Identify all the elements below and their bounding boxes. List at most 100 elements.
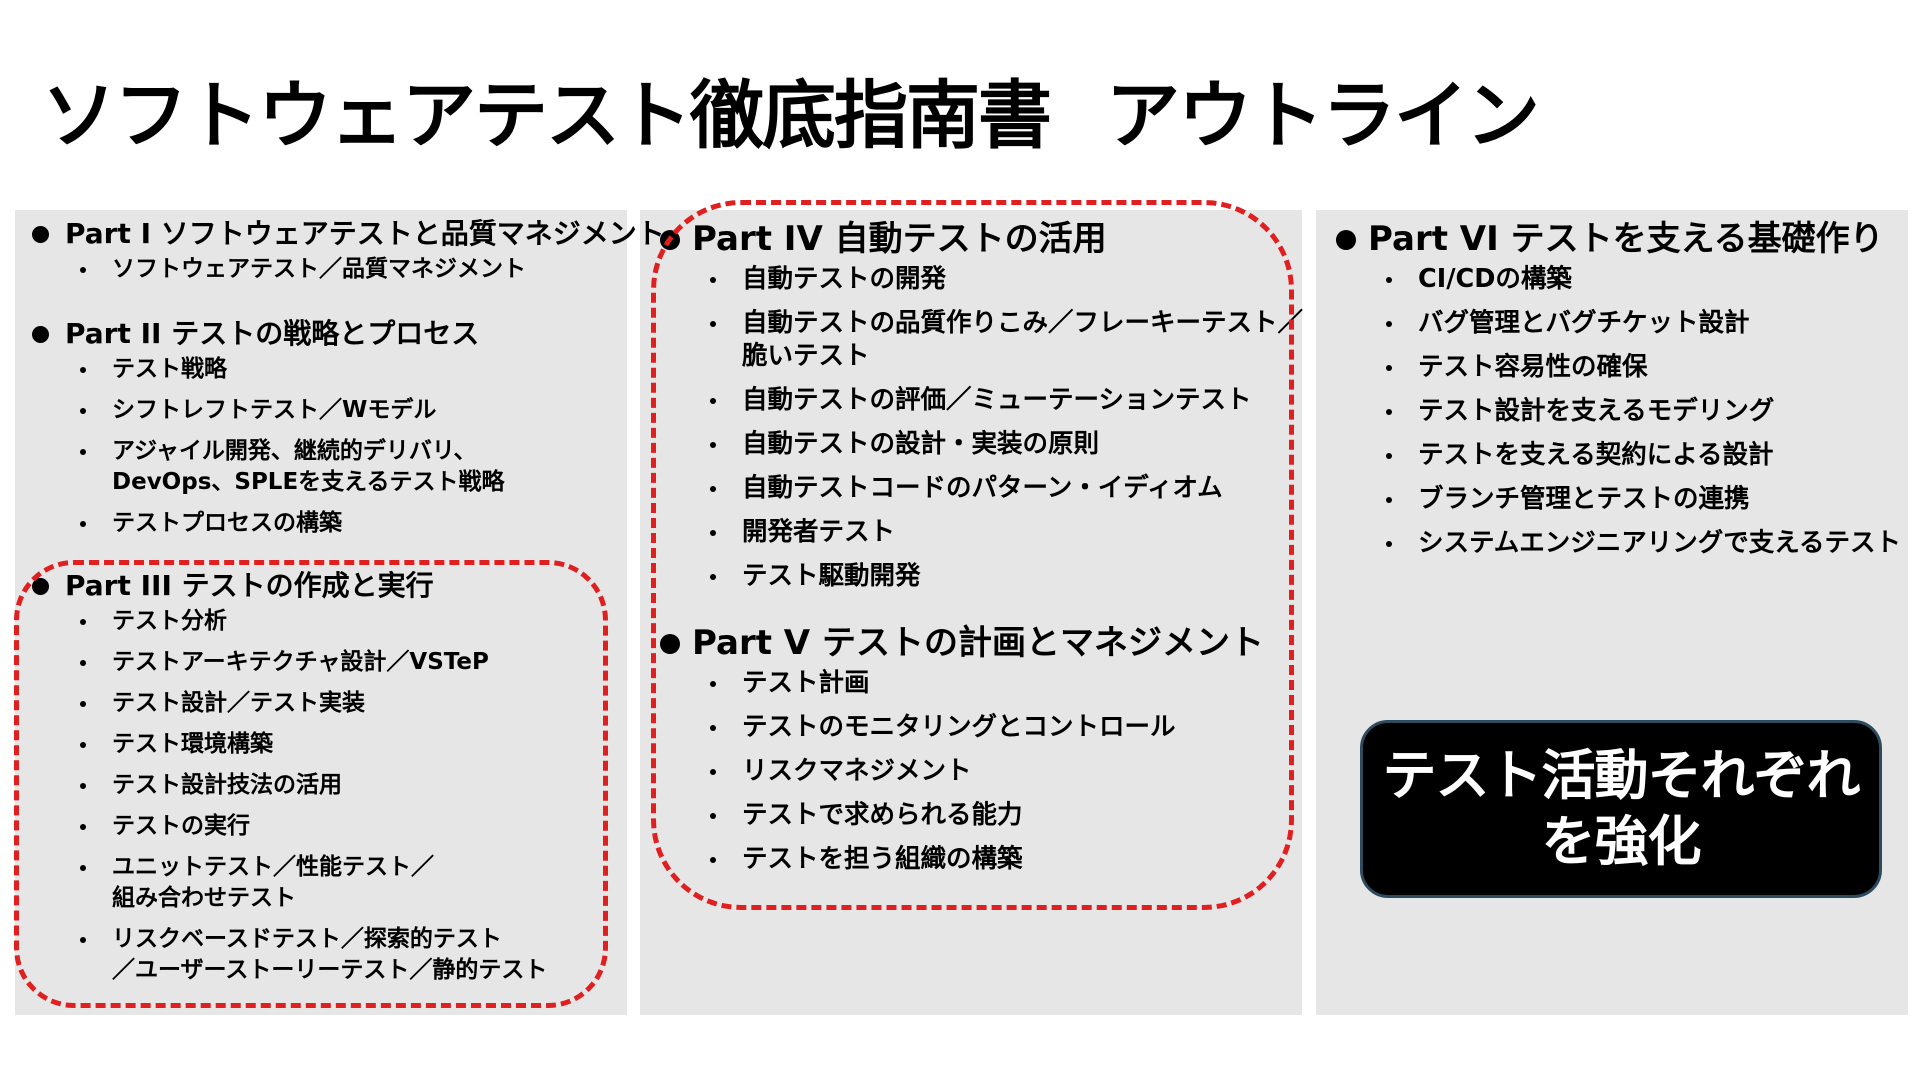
part-item-list: テスト戦略 シフトレフトテスト／Wモデル アジャイル開発、継続的デリバリ、 De… bbox=[32, 354, 505, 539]
bullet-small-icon bbox=[80, 619, 86, 626]
bullet-small-icon bbox=[80, 701, 86, 708]
list-item: システムエンジニアリングで支えるテスト bbox=[1336, 527, 1901, 560]
bullet-small-icon bbox=[80, 660, 86, 667]
bullet-small-icon bbox=[80, 449, 86, 456]
part-5: Part V テストの計画とマネジメント テスト計画 テストのモニタリングとコン… bbox=[660, 623, 1264, 887]
bullet-small-icon bbox=[710, 769, 716, 776]
list-item: テスト容易性の確保 bbox=[1336, 351, 1901, 384]
bullet-small-icon bbox=[80, 742, 86, 749]
part-1: Part I ソフトウェアテストと品質マネジメント ソフトウェアテスト／品質マネ… bbox=[32, 217, 665, 295]
bullet-small-icon bbox=[710, 681, 716, 688]
bullet-small-icon bbox=[80, 367, 86, 374]
list-item: テストを担う組織の構築 bbox=[660, 843, 1264, 876]
part-2: Part II テストの戦略とプロセス テスト戦略 シフトレフトテスト／Wモデル… bbox=[32, 317, 505, 549]
bullet-small-icon bbox=[1386, 409, 1392, 416]
list-item: 自動テストの設計・実装の原則 bbox=[660, 428, 1303, 461]
title-sub: アウトライン bbox=[1106, 73, 1540, 159]
list-item: テストを支える契約による設計 bbox=[1336, 439, 1901, 472]
list-item: テスト戦略 bbox=[32, 354, 505, 385]
list-item: リスクベースドテスト／探索的テスト ／ユーザーストーリーテスト／静的テスト bbox=[32, 924, 547, 986]
part-heading-text: Part IV 自動テストの活用 bbox=[692, 219, 1107, 259]
list-item: テストの実行 bbox=[32, 811, 547, 842]
callout-box: テスト活動それぞれ を強化 bbox=[1360, 720, 1882, 898]
bullet-small-icon bbox=[710, 321, 716, 328]
part-heading: Part IV 自動テストの活用 bbox=[660, 219, 1303, 259]
list-item: 自動テストコードのパターン・イディオム bbox=[660, 472, 1303, 505]
list-item: 自動テストの開発 bbox=[660, 263, 1303, 296]
bullet-small-icon bbox=[80, 521, 86, 528]
column-left bbox=[15, 210, 627, 1015]
part-4: Part IV 自動テストの活用 自動テストの開発 自動テストの品質作りこみ／フ… bbox=[660, 219, 1303, 604]
bullet-small-icon bbox=[710, 857, 716, 864]
bullet-dot-icon bbox=[32, 225, 49, 243]
list-item: テスト環境構築 bbox=[32, 729, 547, 760]
bullet-dot-icon bbox=[660, 229, 680, 250]
list-item: テストで求められる能力 bbox=[660, 799, 1264, 832]
list-item: テスト分析 bbox=[32, 606, 547, 637]
page-title: ソフトウェアテスト徹底指南書アウトライン bbox=[42, 72, 1540, 161]
bullet-small-icon bbox=[710, 725, 716, 732]
list-item: シフトレフトテスト／Wモデル bbox=[32, 395, 505, 426]
bullet-small-icon bbox=[80, 267, 86, 274]
bullet-dot-icon bbox=[660, 633, 680, 654]
part-item-list: ソフトウェアテスト／品質マネジメント bbox=[32, 254, 665, 285]
part-item-list: テスト分析 テストアーキテクチャ設計／VSTeP テスト設計／テスト実装 テスト… bbox=[32, 606, 547, 986]
bullet-small-icon bbox=[1386, 321, 1392, 328]
bullet-small-icon bbox=[1386, 541, 1392, 548]
part-heading-text: Part II テストの戦略とプロセス bbox=[65, 317, 480, 350]
list-item: テストのモニタリングとコントロール bbox=[660, 711, 1264, 744]
part-heading: Part III テストの作成と実行 bbox=[32, 569, 547, 602]
list-item: リスクマネジメント bbox=[660, 755, 1264, 788]
bullet-small-icon bbox=[80, 783, 86, 790]
list-item: テストアーキテクチャ設計／VSTeP bbox=[32, 647, 547, 678]
list-item: ブランチ管理とテストの連携 bbox=[1336, 483, 1901, 516]
list-item: 自動テストの品質作りこみ／フレーキーテスト／ 脆いテスト bbox=[660, 307, 1303, 373]
list-item: ソフトウェアテスト／品質マネジメント bbox=[32, 254, 665, 285]
part-3: Part III テストの作成と実行 テスト分析 テストアーキテクチャ設計／VS… bbox=[32, 569, 547, 996]
title-main: ソフトウェアテスト徹底指南書 bbox=[42, 73, 1052, 159]
bullet-small-icon bbox=[1386, 453, 1392, 460]
bullet-small-icon bbox=[80, 937, 86, 944]
part-heading: Part I ソフトウェアテストと品質マネジメント bbox=[32, 217, 665, 250]
list-item: バグ管理とバグチケット設計 bbox=[1336, 307, 1901, 340]
list-item: テストプロセスの構築 bbox=[32, 508, 505, 539]
bullet-small-icon bbox=[710, 277, 716, 284]
bullet-small-icon bbox=[80, 865, 86, 872]
bullet-small-icon bbox=[710, 442, 716, 449]
bullet-small-icon bbox=[1386, 497, 1392, 504]
bullet-small-icon bbox=[1386, 365, 1392, 372]
column-center bbox=[640, 210, 1302, 1015]
list-item: テスト計画 bbox=[660, 667, 1264, 700]
bullet-small-icon bbox=[710, 398, 716, 405]
list-item: 開発者テスト bbox=[660, 516, 1303, 549]
bullet-small-icon bbox=[710, 486, 716, 493]
part-heading: Part II テストの戦略とプロセス bbox=[32, 317, 505, 350]
bullet-small-icon bbox=[80, 824, 86, 831]
list-item: アジャイル開発、継続的デリバリ、 DevOps、SPLEを支えるテスト戦略 bbox=[32, 436, 505, 498]
list-item: テスト設計を支えるモデリング bbox=[1336, 395, 1901, 428]
bullet-dot-icon bbox=[1336, 229, 1356, 250]
part-heading-text: Part I ソフトウェアテストと品質マネジメント bbox=[65, 217, 665, 250]
part-heading-text: Part V テストの計画とマネジメント bbox=[692, 623, 1264, 663]
bullet-small-icon bbox=[1386, 277, 1392, 284]
part-heading-text: Part III テストの作成と実行 bbox=[65, 569, 434, 602]
bullet-dot-icon bbox=[32, 325, 49, 343]
part-heading: Part V テストの計画とマネジメント bbox=[660, 623, 1264, 663]
list-item: 自動テストの評価／ミューテーションテスト bbox=[660, 384, 1303, 417]
part-item-list: CI/CDの構築 バグ管理とバグチケット設計 テスト容易性の確保 テスト設計を支… bbox=[1336, 263, 1901, 560]
part-6: Part VI テストを支える基礎作り CI/CDの構築 バグ管理とバグチケット… bbox=[1336, 219, 1901, 571]
list-item: テスト設計技法の活用 bbox=[32, 770, 547, 801]
list-item: ユニットテスト／性能テスト／ 組み合わせテスト bbox=[32, 852, 547, 914]
bullet-small-icon bbox=[710, 813, 716, 820]
bullet-small-icon bbox=[80, 408, 86, 415]
list-item: テスト設計／テスト実装 bbox=[32, 688, 547, 719]
part-item-list: 自動テストの開発 自動テストの品質作りこみ／フレーキーテスト／ 脆いテスト 自動… bbox=[660, 263, 1303, 593]
list-item: CI/CDの構築 bbox=[1336, 263, 1901, 296]
part-heading-text: Part VI テストを支える基礎作り bbox=[1368, 219, 1884, 259]
part-heading: Part VI テストを支える基礎作り bbox=[1336, 219, 1901, 259]
bullet-small-icon bbox=[710, 574, 716, 581]
part-item-list: テスト計画 テストのモニタリングとコントロール リスクマネジメント テストで求め… bbox=[660, 667, 1264, 876]
list-item: テスト駆動開発 bbox=[660, 560, 1303, 593]
bullet-small-icon bbox=[710, 530, 716, 537]
bullet-dot-icon bbox=[32, 577, 49, 595]
